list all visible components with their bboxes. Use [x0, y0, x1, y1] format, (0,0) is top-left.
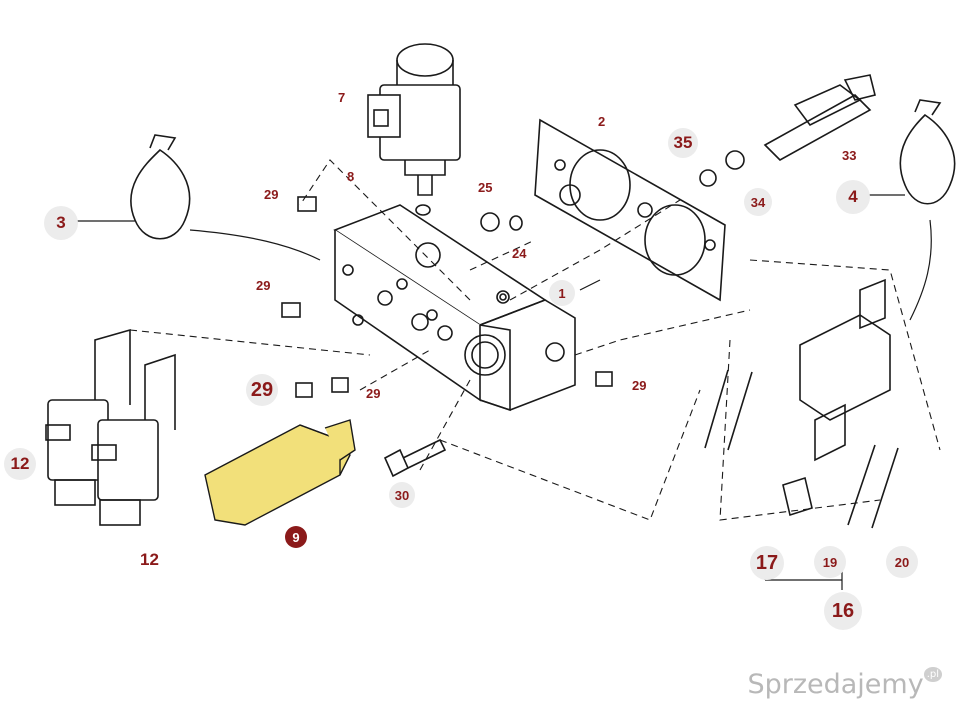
valve-block — [333, 204, 576, 412]
watermark: Sprzedajemy.pl — [747, 667, 942, 700]
highlighted-part-9 — [204, 419, 356, 526]
plugs-29 — [281, 196, 613, 398]
label-30: 30 — [389, 482, 415, 508]
bag-3 — [130, 134, 191, 240]
label-29-top: 29 — [264, 187, 279, 202]
label-12a: 12 — [4, 448, 36, 480]
gasket-2 — [534, 118, 726, 302]
label-20: 20 — [886, 546, 918, 578]
label-29-left: 29 — [256, 278, 271, 293]
label-17: 17 — [750, 546, 784, 580]
label-19: 19 — [814, 546, 846, 578]
label-33: 33 — [842, 148, 857, 163]
bolt-30 — [383, 438, 447, 478]
coils-12 — [45, 328, 176, 526]
label-1: 1 — [549, 280, 575, 306]
label-16: 16 — [824, 592, 862, 630]
label-29-bottom: 29 — [366, 386, 381, 401]
valve-assembly-16 — [704, 278, 899, 529]
label-3: 3 — [44, 206, 78, 240]
solenoid-7 — [367, 43, 461, 196]
bag-4 — [899, 99, 956, 205]
label-35: 35 — [668, 128, 698, 158]
label-25: 25 — [478, 180, 493, 195]
label-2: 2 — [598, 114, 606, 129]
label-7: 7 — [338, 90, 346, 105]
label-12b: 12 — [140, 550, 159, 569]
label-29-right: 29 — [632, 378, 647, 393]
label-4: 4 — [836, 180, 870, 214]
label-24: 24 — [512, 246, 527, 261]
label-34: 34 — [744, 188, 772, 216]
cartridge-33 — [699, 74, 876, 187]
label-9: 9 — [285, 526, 307, 548]
label-29-large: 29 — [246, 374, 278, 406]
label-8: 8 — [347, 169, 355, 184]
